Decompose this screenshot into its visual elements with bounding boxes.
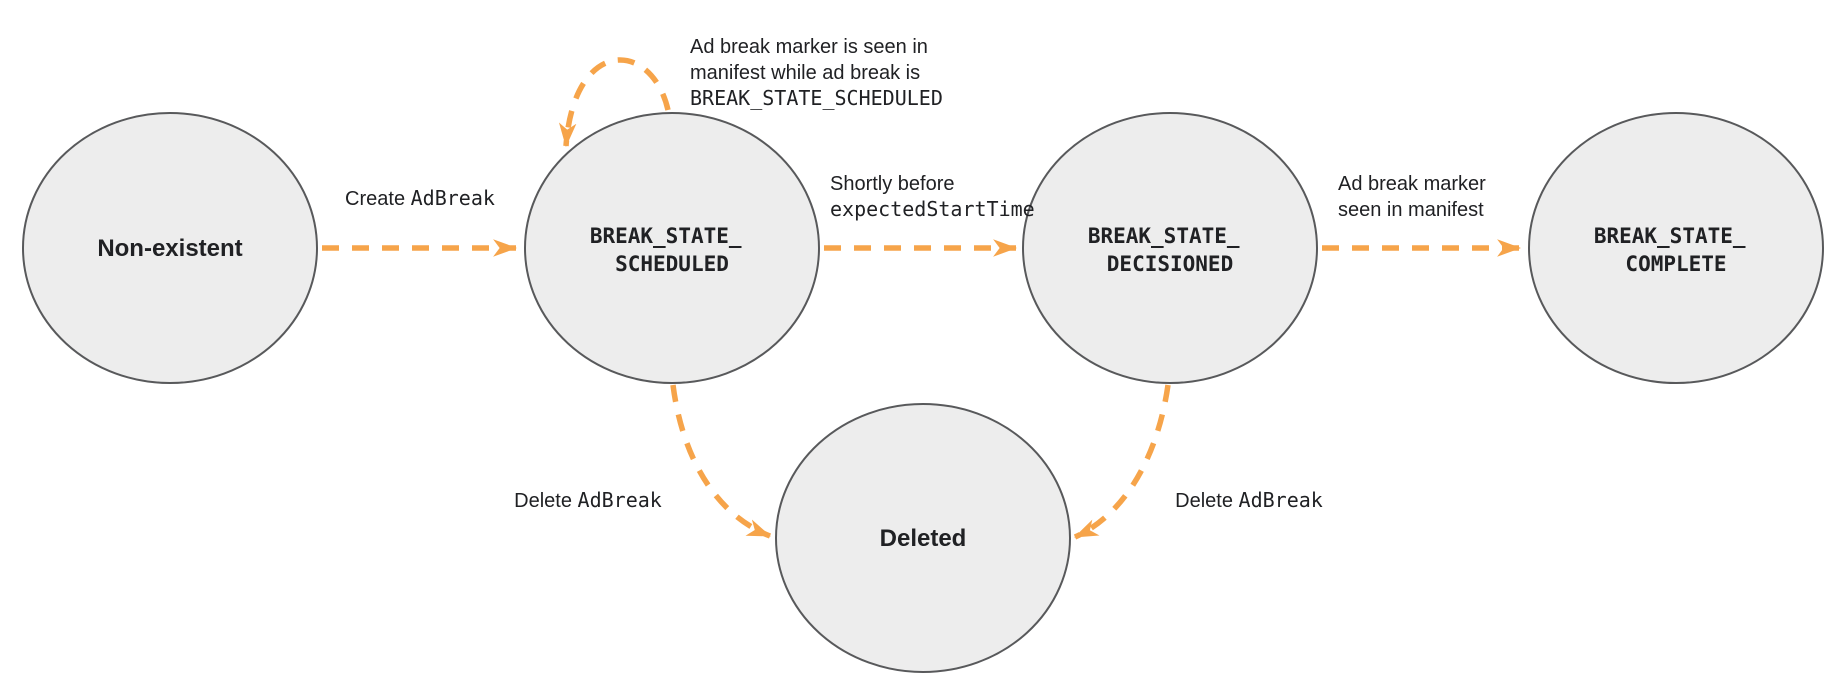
edge-label-self-loop: Ad break marker is seen in manifest whil… (690, 36, 943, 110)
edge-label-shortly-before: Shortly before expectedStartTime (830, 173, 1035, 221)
state-circle-deleted (775, 403, 1071, 673)
state-label-deleted: Deleted (880, 525, 967, 552)
state-circle-break-state-complete (1528, 112, 1824, 384)
state-label-line: BREAK_STATE_ (1594, 224, 1746, 248)
state-circle-non-existent (22, 112, 318, 384)
state-label-line: BREAK_STATE_ (1088, 224, 1240, 248)
state-label-line: COMPLETE (1625, 252, 1726, 276)
edge-label-line: Ad break marker is seen in (690, 36, 928, 58)
edge-label-part-code: AdBreak (578, 488, 662, 512)
edge-label-create-adbreak: Create AdBreak (345, 186, 495, 210)
edge-label-line: Shortly before (830, 173, 955, 195)
edge-label-delete-from-scheduled: Delete AdBreak (514, 488, 662, 512)
state-label-break-state-scheduled: BREAK_STATE_ SCHEDULED (590, 224, 754, 276)
edge-delete-from-scheduled (670, 384, 772, 539)
state-label-line: SCHEDULED (615, 252, 729, 276)
edge-label-line-code: BREAK_STATE_SCHEDULED (690, 86, 943, 110)
edge-delete-from-decisioned (1073, 384, 1171, 540)
state-circle-break-state-scheduled (524, 112, 820, 384)
state-label-line: BREAK_STATE_ (590, 224, 742, 248)
edge-label-line-code: expectedStartTime (830, 197, 1035, 221)
edge-label-line: Ad break marker (1338, 173, 1486, 195)
edge-label-part: Create (345, 188, 411, 210)
edge-label-part-code: AdBreak (1239, 488, 1323, 512)
edge-label-line: seen in manifest (1338, 199, 1484, 221)
edge-label-part: Delete (514, 490, 577, 512)
edge-label-part: Delete (1175, 490, 1238, 512)
edge-label-line: manifest while ad break is (690, 62, 920, 84)
edge-label-part-code: AdBreak (411, 186, 495, 210)
edge-label-marker-seen: Ad break marker seen in manifest (1338, 173, 1491, 221)
state-circle-break-state-decisioned (1022, 112, 1318, 384)
state-label-break-state-complete: BREAK_STATE_ COMPLETE (1594, 224, 1758, 276)
state-label-break-state-decisioned: BREAK_STATE_ DECISIONED (1088, 224, 1252, 276)
edge-label-delete-from-decisioned: Delete AdBreak (1175, 488, 1323, 512)
state-label-non-existent: Non-existent (97, 235, 242, 262)
state-label-line: DECISIONED (1107, 252, 1233, 276)
